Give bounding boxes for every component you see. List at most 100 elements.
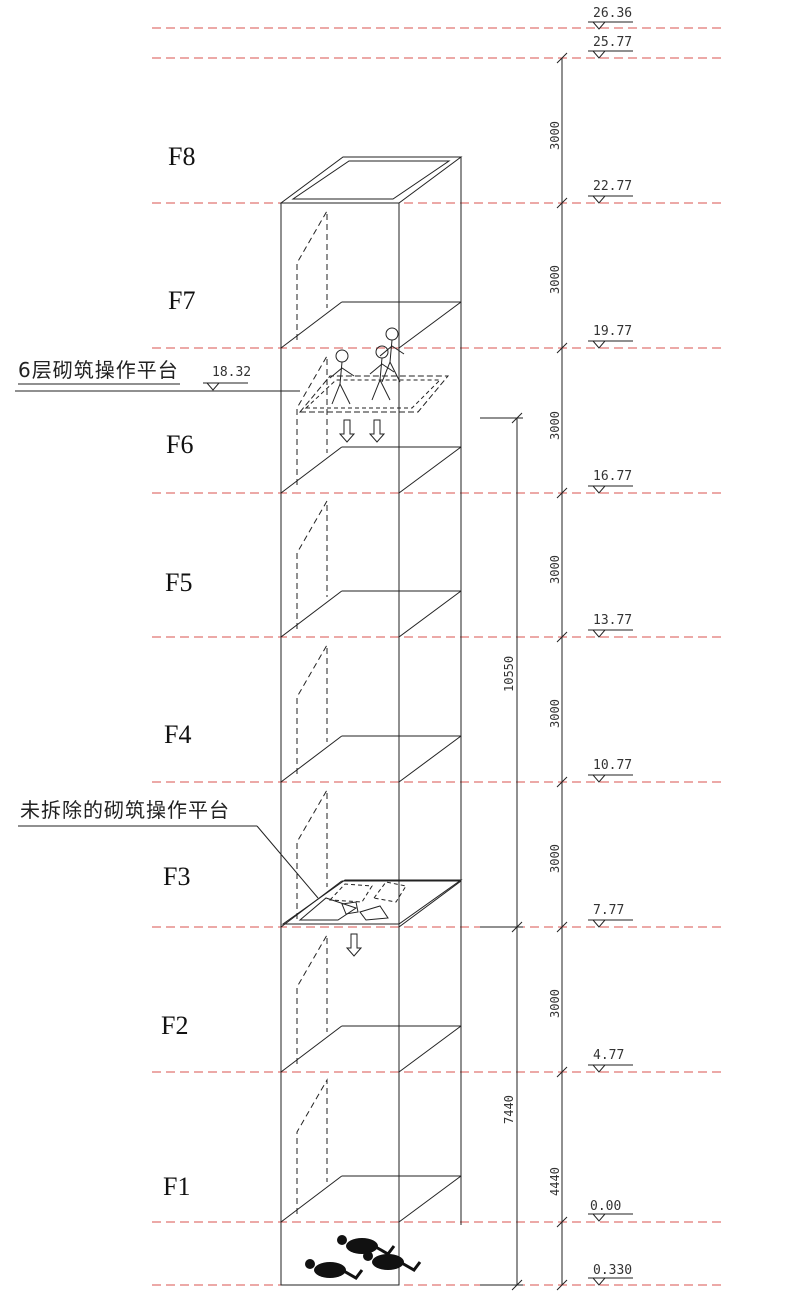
leftover-leader-line <box>256 825 319 899</box>
dimension-tick <box>556 776 568 788</box>
floor-label-f5: F5 <box>165 568 193 597</box>
floor-height-dimension: 4440 <box>548 1167 562 1196</box>
dimension-tick <box>556 921 568 933</box>
fallen-worker-figure <box>314 1262 346 1278</box>
worker-arms <box>379 345 405 357</box>
elevation-triangle <box>591 1064 607 1073</box>
elevation-value: 25.77 <box>593 35 633 50</box>
slab-right-diagonal <box>398 301 462 349</box>
dimension-tick <box>511 1279 523 1291</box>
down-arrow-icon <box>345 933 363 957</box>
slab-left-diagonal <box>280 301 343 349</box>
floor-height-dimension: 3000 <box>548 121 562 150</box>
down-arrow-icon <box>368 419 386 443</box>
floor-label-f3: F3 <box>163 862 191 891</box>
dimension-tick <box>556 342 568 354</box>
platform-note: 6层砌筑操作平台 <box>18 358 179 382</box>
dimension-tick <box>556 631 568 643</box>
elevation-value: 22.77 <box>593 179 633 194</box>
shaft-roof-inner <box>291 160 451 200</box>
elevation-triangle <box>591 21 607 30</box>
elevation-value: 7.77 <box>593 903 625 918</box>
slab-right-diagonal <box>398 1175 462 1223</box>
dimension-tick <box>511 921 523 933</box>
elevation-value: 0.00 <box>590 1199 622 1214</box>
dimension-lines <box>480 52 568 1291</box>
elevator-shaft <box>279 156 463 1286</box>
debris-piece <box>298 897 358 921</box>
dimension-tick <box>556 197 568 209</box>
worker-head <box>335 349 349 363</box>
floor-label-f7: F7 <box>168 286 196 315</box>
overall-dimension-upper: 10550 <box>502 655 516 692</box>
slab-left-diagonal <box>280 446 343 494</box>
dimension-tick <box>556 52 568 64</box>
floor-height-dimension: 3000 <box>548 411 562 440</box>
floor-height-dimension: 3000 <box>548 555 562 584</box>
slab-right-diagonal <box>398 1025 462 1073</box>
fallen-worker-head <box>337 1235 347 1245</box>
working-platform-inner <box>304 379 442 409</box>
slab-right-diagonal <box>398 880 462 928</box>
elevation-triangle <box>591 1277 607 1286</box>
fallen-worker-limb <box>399 1260 422 1272</box>
elevation-triangle <box>591 195 607 204</box>
elevation-triangle <box>591 340 607 349</box>
fallen-worker-limb <box>373 1244 396 1256</box>
door-opening-dashed <box>296 354 328 485</box>
debris-piece <box>359 905 389 921</box>
door-opening-dashed <box>296 499 328 629</box>
elevation-triangle <box>591 50 607 59</box>
dimension-tick <box>556 487 568 499</box>
fallen-worker-limb <box>341 1268 364 1280</box>
elevation-triangle <box>591 1213 607 1222</box>
down-arrow-icon <box>338 419 356 443</box>
elevation-triangle <box>205 382 221 391</box>
worker-arms <box>369 363 395 375</box>
floor-label-f4: F4 <box>164 720 192 749</box>
dimension-tick <box>556 1279 568 1291</box>
slab-left-diagonal <box>280 590 343 638</box>
annotations <box>15 327 463 1280</box>
floor-label-f6: F6 <box>166 430 194 459</box>
elevation-triangle <box>591 774 607 783</box>
leftover-platform-note: 未拆除的砌筑操作平台 <box>20 798 230 822</box>
elevation-triangle <box>591 919 607 928</box>
floor-label-f8: F8 <box>168 142 196 171</box>
debris-piece <box>328 883 373 903</box>
dimension-tick <box>556 1066 568 1078</box>
door-opening-dashed <box>296 643 328 774</box>
elevation-value: 13.77 <box>593 613 633 628</box>
fallen-worker-head <box>363 1251 373 1261</box>
dimension-tick <box>511 412 523 424</box>
door-opening-dashed <box>296 788 328 919</box>
elevation-value: 4.77 <box>593 1048 625 1063</box>
fallen-worker-head <box>305 1259 315 1269</box>
debris-piece <box>341 901 359 915</box>
slab-left-diagonal <box>280 1025 343 1073</box>
slab-right-diagonal <box>398 446 462 494</box>
debris-piece <box>373 881 407 903</box>
door-opening-dashed <box>296 1078 328 1214</box>
worker-arms <box>329 367 355 379</box>
floor-height-dimension: 3000 <box>548 844 562 873</box>
elevation-value: 0.330 <box>593 1263 633 1278</box>
slab-left-diagonal <box>280 1175 343 1223</box>
elevation-value: 26.36 <box>593 6 633 21</box>
platform-elevation: 18.32 <box>212 365 252 380</box>
worker-leg <box>339 383 351 405</box>
slab-left-diagonal <box>280 735 343 783</box>
floor-height-dimension: 3000 <box>548 265 562 294</box>
floor-label-f2: F2 <box>161 1011 189 1040</box>
shaft-roof <box>279 156 463 204</box>
fallen-worker-figure <box>372 1254 404 1270</box>
fallen-worker-figure <box>346 1238 378 1254</box>
elevation-value: 10.77 <box>593 758 633 773</box>
elevation-triangle <box>591 485 607 494</box>
floor-height-dimension: 3000 <box>548 989 562 1018</box>
slab-right-diagonal <box>398 590 462 638</box>
worker-leg <box>389 361 401 383</box>
worker-body <box>371 357 383 401</box>
dimension-tick <box>556 1216 568 1228</box>
